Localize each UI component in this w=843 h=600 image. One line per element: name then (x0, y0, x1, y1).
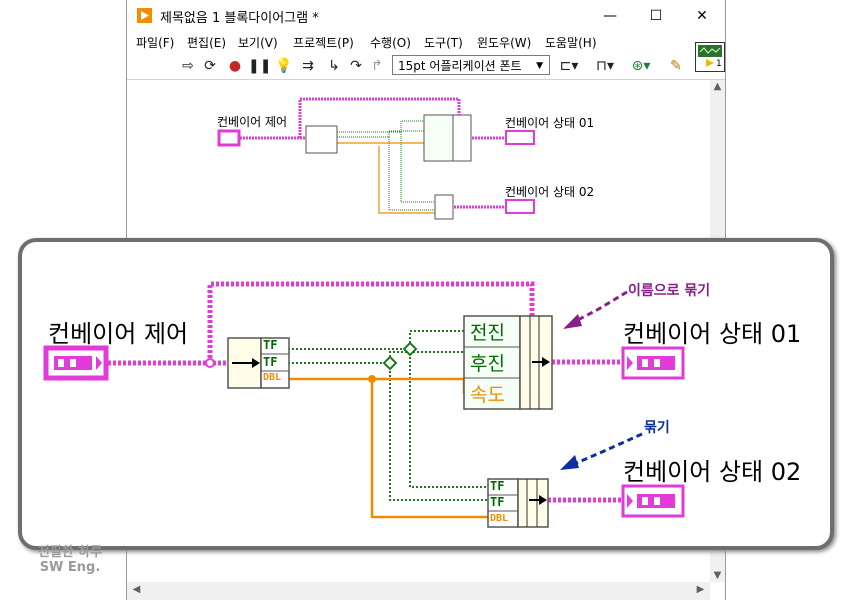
maximize-button[interactable]: ☐ (649, 8, 663, 24)
cluster-wires-small (237, 97, 505, 209)
bundle-by-name-node[interactable] (463, 315, 553, 410)
run-continuous-icon[interactable]: ⟳ (204, 58, 216, 74)
distribute-icon[interactable]: ⊓▾ (596, 58, 614, 74)
conveyor-status-01-terminal (621, 346, 685, 380)
vi-connector-icon[interactable]: 1 (695, 42, 725, 72)
conveyor-status-02-terminal (621, 484, 685, 518)
reorder-icon[interactable]: ⊛▾ (631, 58, 651, 74)
title-bar[interactable]: 제목없음 1 블록다이어그램 * — ☐ ✕ (127, 0, 725, 32)
block-diagram-canvas (217, 97, 535, 220)
conveyor-status-02-terminal-small (505, 199, 535, 214)
unbundle-item-3: DBL (263, 372, 282, 383)
conveyor-control-terminal[interactable] (43, 345, 109, 381)
highlight-execution-icon[interactable]: 💡 (275, 58, 293, 74)
window-title: 제목없음 1 블록다이어그램 * (160, 11, 319, 26)
menu-project[interactable]: 프로젝트(P) (293, 36, 354, 50)
chevron-down-icon: ▼ (536, 61, 543, 71)
bundle-input-1: TF (490, 479, 505, 493)
minimize-button[interactable]: — (603, 8, 617, 24)
bundle-node-small[interactable] (434, 194, 454, 220)
horizontal-scrollbar[interactable]: ◀ ▶ (127, 582, 710, 600)
bundle-input-3: DBL (490, 513, 509, 524)
unbundle-item-1: TF (263, 338, 278, 352)
menu-bar: 파일(F) 편집(E) 보기(V) 프로젝트(P) 수행(O) 도구(T) 윈도… (127, 32, 725, 52)
conveyor-status-01-label-small: 컨베이어 상태 01 (505, 116, 595, 130)
unbundle-by-name-node[interactable] (227, 337, 290, 389)
bundle-annotation: 묶기 (644, 420, 670, 436)
bundle-by-name-node-small[interactable] (423, 114, 454, 162)
unbundle-by-name-node-small[interactable] (305, 125, 338, 154)
menu-tools[interactable]: 도구(T) (424, 36, 463, 50)
menu-file[interactable]: 파일(F) (136, 36, 175, 50)
bundle-input-2: TF (490, 495, 505, 509)
double-wires (288, 377, 488, 519)
step-out-icon[interactable]: ↱ (371, 58, 383, 74)
font-select-value: 15pt 어플리케이션 폰트 (398, 59, 522, 73)
step-over-icon[interactable]: ↷ (350, 58, 362, 74)
labview-app-icon (137, 8, 152, 23)
conveyor-status-01-terminal-small (505, 130, 535, 145)
scroll-up-icon[interactable]: ▲ (713, 81, 722, 92)
cluster-wires (108, 281, 622, 503)
step-into-icon[interactable]: ↳ (328, 58, 340, 74)
watermark: 전필한 하루 SW Eng. (20, 545, 120, 575)
zoomed-diagram-canvas (43, 281, 685, 528)
pause-icon[interactable]: ❚❚ (248, 58, 272, 74)
scroll-down-icon[interactable]: ▼ (713, 570, 722, 581)
scroll-left-icon[interactable]: ◀ (132, 584, 141, 595)
conveyor-status-01-label: 컨베이어 상태 01 (623, 320, 802, 348)
retain-wire-values-icon[interactable]: ⇉ (302, 58, 314, 74)
boolean-wires (288, 330, 488, 501)
menu-edit[interactable]: 편집(E) (187, 36, 227, 50)
toolbar: ⇨ ⟳ ● ❚❚ 💡 ⇉ ↳ ↷ ↱ 15pt 어플리케이션 폰트 ▼ ⊏▾ ⊓… (127, 53, 725, 80)
scroll-right-icon[interactable]: ▶ (696, 584, 705, 595)
menu-operate[interactable]: 수행(O) (370, 36, 411, 50)
font-select[interactable]: 15pt 어플리케이션 폰트 ▼ (392, 55, 550, 75)
abort-icon[interactable]: ● (228, 58, 242, 74)
watermark-line-2: SW Eng. (39, 560, 101, 575)
unbundle-item-2: TF (263, 355, 278, 369)
vi-icon-number: 1 (716, 59, 722, 69)
conveyor-control-label-small: 컨베이어 제어 (217, 115, 288, 129)
bundle-by-name-arrow-icon (563, 290, 628, 329)
bundle-by-name-annotation: 이름으로 묶기 (628, 283, 711, 299)
bundle-arrow-icon (560, 432, 643, 470)
boolean-wires-small (337, 120, 435, 211)
double-wires-small (337, 142, 435, 214)
close-button[interactable]: ✕ (696, 8, 708, 24)
bundle-item-forward: 전진 (470, 322, 505, 344)
bundle-node[interactable] (487, 478, 549, 528)
conveyor-status-02-label: 컨베이어 상태 02 (623, 458, 802, 486)
run-arrow-icon[interactable]: ⇨ (182, 58, 194, 74)
wire-junction-icons (382, 341, 418, 371)
bundle-item-backward: 후진 (470, 353, 505, 375)
menu-window[interactable]: 윈도우(W) (477, 36, 532, 50)
menu-help[interactable]: 도움말(H) (545, 36, 597, 50)
watermark-line-1: 전필한 하루 (37, 545, 103, 560)
align-icon[interactable]: ⊏▾ (559, 58, 579, 74)
conveyor-status-02-label-small: 컨베이어 상태 02 (505, 185, 595, 199)
cleanup-icon[interactable]: ✎ (670, 58, 682, 74)
bundle-item-speed: 속도 (470, 384, 505, 406)
conveyor-control-label: 컨베이어 제어 (48, 320, 189, 348)
conveyor-control-terminal-small[interactable] (217, 129, 241, 147)
menu-view[interactable]: 보기(V) (238, 36, 278, 50)
zoomed-diagram-panel: TF TF DBL 전진 후진 속도 TF TF DBL 컨베이어 제어 컨베이… (18, 238, 834, 550)
